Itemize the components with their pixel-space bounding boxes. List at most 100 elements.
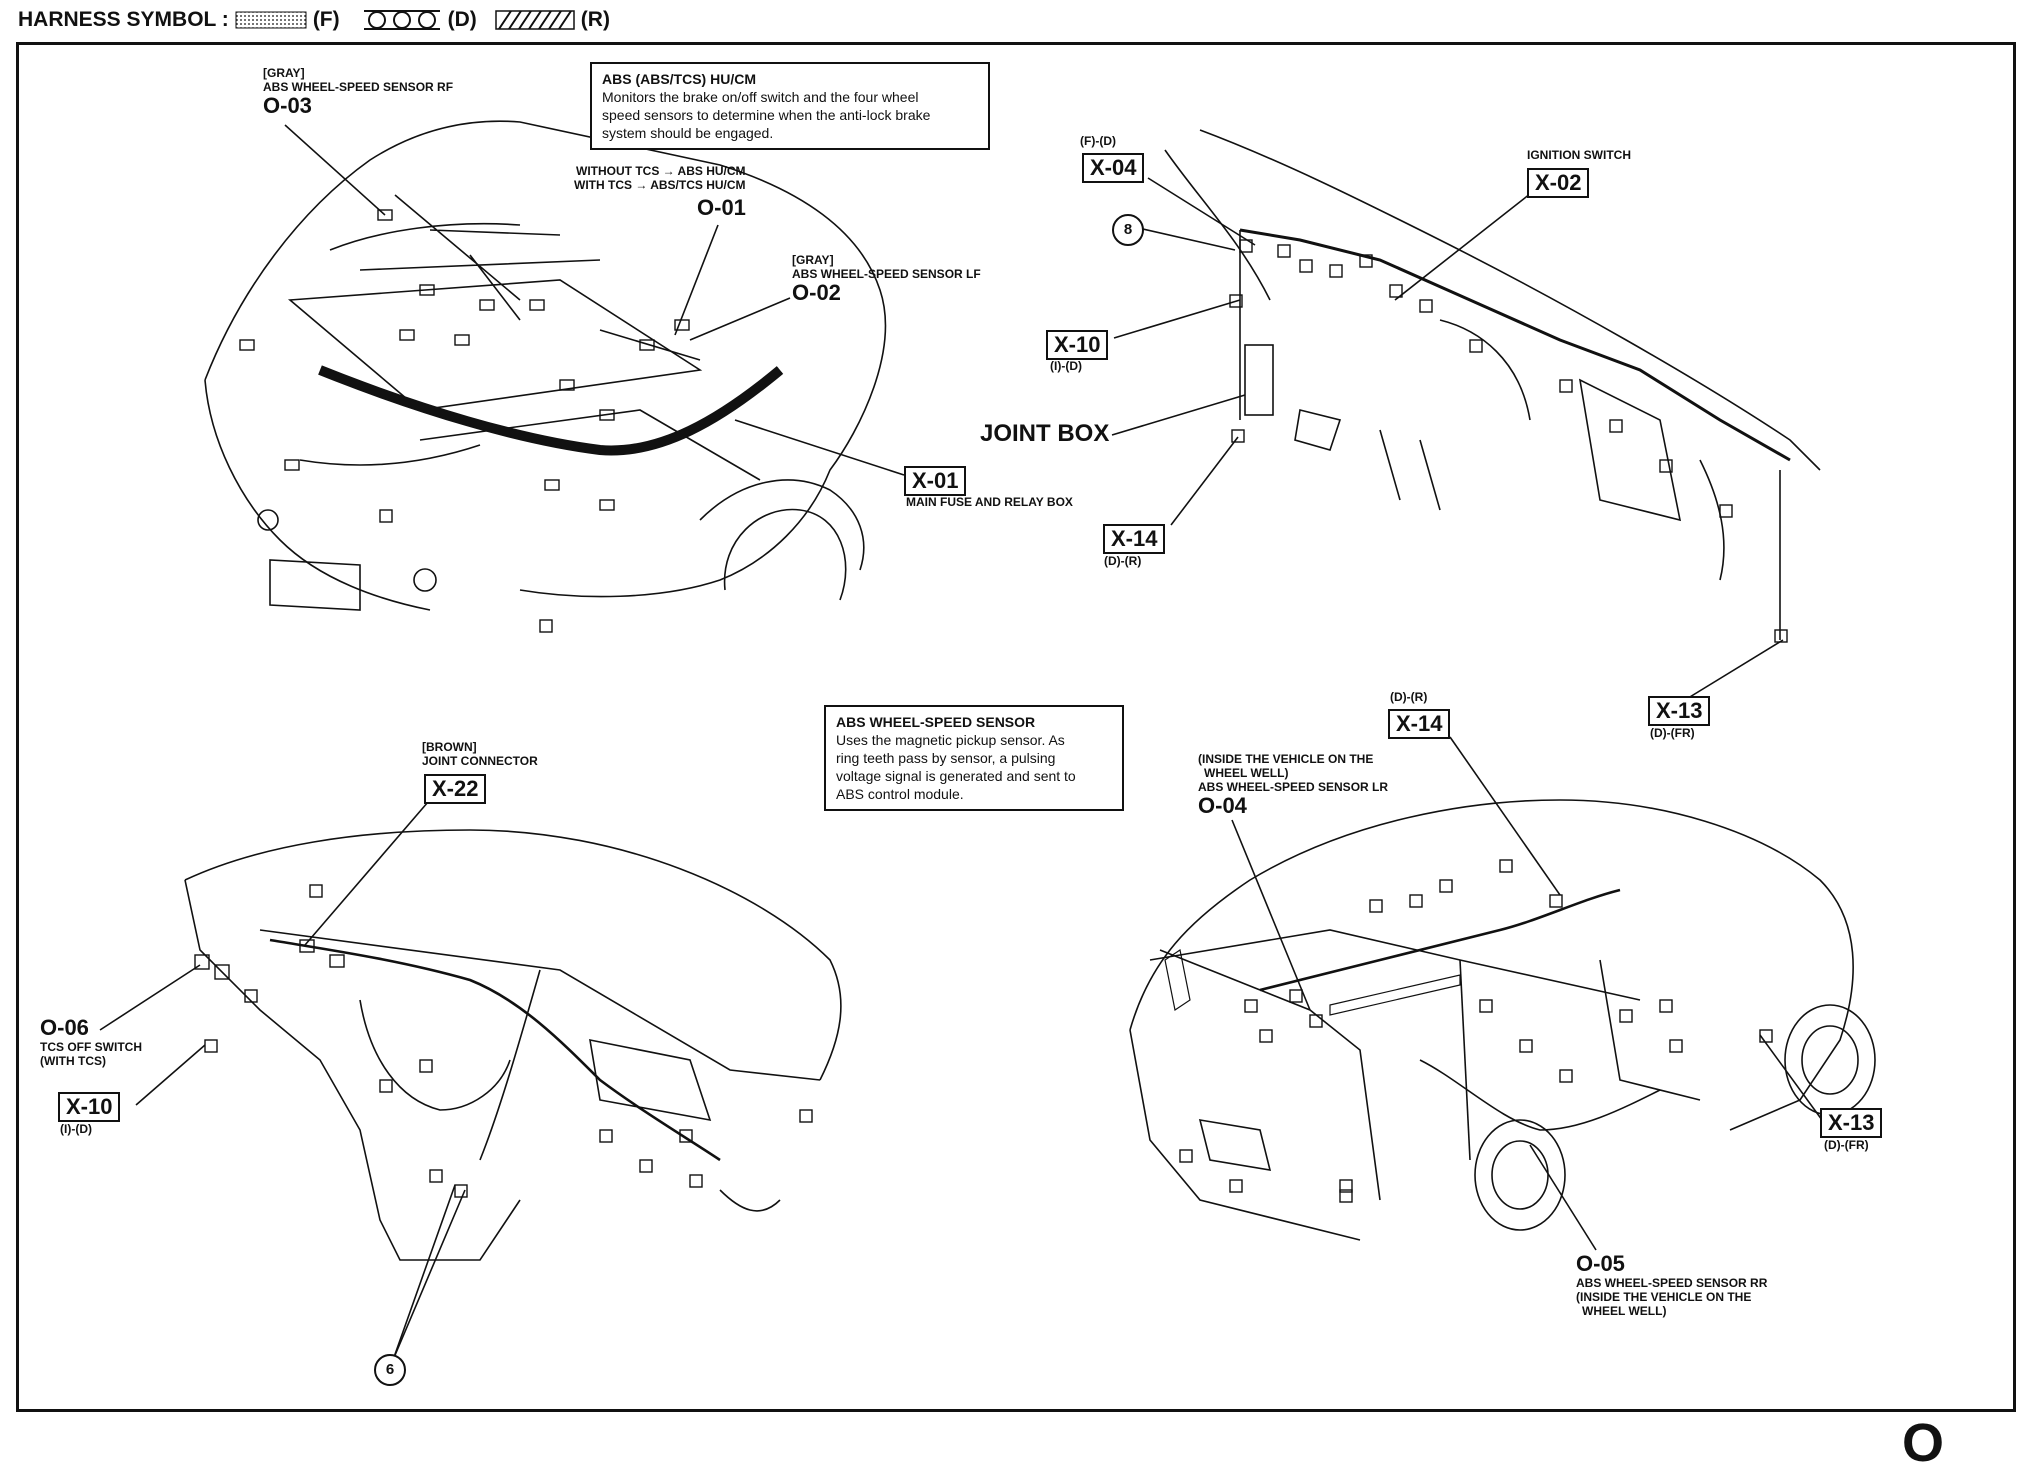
- leader-o04: [1231, 819, 1311, 1011]
- label-o05: O-05 ABS WHEEL-SPEED SENSOR RR (INSIDE T…: [1576, 1251, 1768, 1319]
- leader-x13-bot: [1759, 1034, 1823, 1121]
- x14-top-sub: (D)-(R): [1104, 554, 1142, 568]
- rear-harness: [1259, 888, 1621, 992]
- engine-bay-car-body: [204, 120, 887, 598]
- x22-color: [BROWN]: [422, 740, 477, 754]
- x13-top-box: X-13: [1648, 696, 1711, 726]
- legend-code-d: (D): [447, 8, 477, 31]
- connector-8-callout: 8: [1112, 214, 1144, 246]
- x10-bot-sub: (I)-(D): [60, 1122, 92, 1136]
- leader-x04: [1147, 177, 1256, 246]
- o04-line1: (INSIDE THE VEHICLE ON THE: [1198, 752, 1374, 766]
- x04-top: (F)-(D): [1080, 134, 1116, 148]
- abs-sensor-note-line: ring teeth pass by sensor, a pulsing: [836, 750, 1056, 766]
- label-o02: [GRAY] ABS WHEEL-SPEED SENSOR LF O-02: [792, 253, 981, 305]
- o02-desc: ABS WHEEL-SPEED SENSOR LF: [792, 267, 981, 281]
- abs-sensor-note-title: ABS WHEEL-SPEED SENSOR: [836, 714, 1036, 730]
- o06-desc1: TCS OFF SWITCH: [40, 1040, 142, 1054]
- label-o04: (INSIDE THE VEHICLE ON THE WHEEL WELL) A…: [1198, 752, 1388, 818]
- dashboard-harness: [269, 938, 721, 1162]
- o05-line2: WHEEL WELL): [1582, 1304, 1667, 1318]
- leader-o03: [284, 124, 386, 216]
- o03-color: [GRAY]: [263, 66, 305, 80]
- rear-vehicle-body: [1129, 799, 1854, 1131]
- abs-hu-note: ABS (ABS/TCS) HU/CM Monitors the brake o…: [590, 62, 990, 150]
- leader-x01: [734, 419, 905, 476]
- dotted-harness-swatch: [235, 11, 307, 29]
- leader-x22: [304, 801, 429, 946]
- o01-without: WITHOUT TCS → ABS HU/CM: [576, 164, 746, 178]
- legend-code-f: (F): [312, 8, 340, 31]
- o05-line1: (INSIDE THE VEHICLE ON THE: [1576, 1290, 1752, 1304]
- leader-8: [1142, 228, 1236, 251]
- legend-code-r: (R): [580, 8, 610, 31]
- x13-bot-box: X-13: [1820, 1108, 1883, 1138]
- o03-desc: ABS WHEEL-SPEED SENSOR RF: [263, 80, 454, 94]
- o04-desc: ABS WHEEL-SPEED SENSOR LR: [1198, 780, 1389, 794]
- o02-code: O-02: [792, 280, 841, 305]
- page-section-mark: O: [1902, 1413, 1945, 1473]
- abs-sensor-note-line: Uses the magnetic pickup sensor. As: [836, 732, 1065, 748]
- o04-line2: WHEEL WELL): [1204, 766, 1289, 780]
- label-x22: [BROWN] JOINT CONNECTOR: [422, 740, 538, 768]
- o04-code: O-04: [1198, 793, 1247, 818]
- leader-x13-top: [1679, 639, 1784, 704]
- leader-6a: [392, 1184, 456, 1361]
- label-o03: [GRAY] ABS WHEEL-SPEED SENSOR RF O-03: [263, 66, 453, 118]
- x13-top-sub: (D)-(FR): [1650, 726, 1695, 740]
- x10-top-sub: (I)-(D): [1050, 359, 1082, 373]
- abs-hu-note-line: Monitors the brake on/off switch and the…: [602, 89, 919, 105]
- leader-x14-bot: [1449, 736, 1561, 896]
- x14-top-box: X-14: [1103, 524, 1166, 554]
- connector-6-callout: 6: [374, 1354, 406, 1386]
- x10-bot-box: X-10: [58, 1092, 121, 1122]
- x13-bot-sub: (D)-(FR): [1824, 1138, 1869, 1152]
- leader-x10-bot: [135, 1044, 206, 1106]
- harness-symbol-legend: HARNESS SYMBOL : (F) (D) (R): [18, 8, 610, 32]
- leader-o01: [674, 224, 719, 336]
- leader-o06: [99, 964, 201, 1031]
- o06-desc2: (WITH TCS): [40, 1054, 106, 1068]
- x04-box: X-04: [1082, 153, 1145, 183]
- leader-6b: [392, 1189, 466, 1361]
- leader-x10-top: [1113, 299, 1241, 339]
- abs-sensor-note-line: ABS control module.: [836, 786, 964, 802]
- diagram-frame: [16, 42, 2016, 1412]
- ip-car-body: [1199, 129, 1821, 471]
- x02-desc: IGNITION SWITCH: [1527, 148, 1631, 162]
- x01-desc: MAIN FUSE AND RELAY BOX: [906, 495, 1073, 509]
- leader-o05: [1529, 1144, 1597, 1251]
- o01-with: WITH TCS → ABS/TCS HU/CM: [574, 178, 746, 192]
- o05-desc: ABS WHEEL-SPEED SENSOR RR: [1576, 1276, 1768, 1290]
- abs-hu-note-title: ABS (ABS/TCS) HU/CM: [602, 71, 756, 87]
- ip-harness: [1239, 228, 1791, 462]
- leader-x02: [1394, 189, 1536, 301]
- x14-bot-top: (D)-(R): [1390, 690, 1428, 704]
- abs-sensor-note: ABS WHEEL-SPEED SENSOR Uses the magnetic…: [824, 705, 1124, 811]
- hatched-harness-swatch: [495, 10, 575, 30]
- dashboard-outline: [184, 829, 842, 1081]
- o02-color: [GRAY]: [792, 253, 834, 267]
- label-o06: O-06 TCS OFF SWITCH (WITH TCS): [40, 1015, 142, 1069]
- o03-code: O-03: [263, 93, 312, 118]
- legend-title: HARNESS SYMBOL :: [18, 8, 229, 31]
- leader-x14-top: [1170, 436, 1239, 526]
- x22-box: X-22: [424, 774, 487, 804]
- joint-box-label: JOINT BOX: [980, 420, 1110, 447]
- x02-box: X-02: [1527, 168, 1590, 198]
- abs-hu-note-line: speed sensors to determine when the anti…: [602, 107, 931, 123]
- abs-hu-note-line: system should be engaged.: [602, 125, 774, 141]
- x22-desc: JOINT CONNECTOR: [422, 754, 538, 768]
- leader-o02: [689, 297, 791, 341]
- x01-box: X-01: [904, 466, 967, 496]
- abs-sensor-note-line: voltage signal is generated and sent to: [836, 768, 1076, 784]
- o01-code: O-01: [697, 195, 746, 220]
- o05-code: O-05: [1576, 1251, 1625, 1276]
- circles-harness-swatch: [363, 10, 440, 30]
- leader-joint-box: [1111, 394, 1246, 436]
- o06-code: O-06: [40, 1015, 89, 1040]
- label-o01: WITHOUT TCS → ABS HU/CM WITH TCS → ABS/T…: [574, 164, 746, 192]
- x10-top-box: X-10: [1046, 330, 1109, 360]
- x14-bot-box: X-14: [1388, 709, 1451, 739]
